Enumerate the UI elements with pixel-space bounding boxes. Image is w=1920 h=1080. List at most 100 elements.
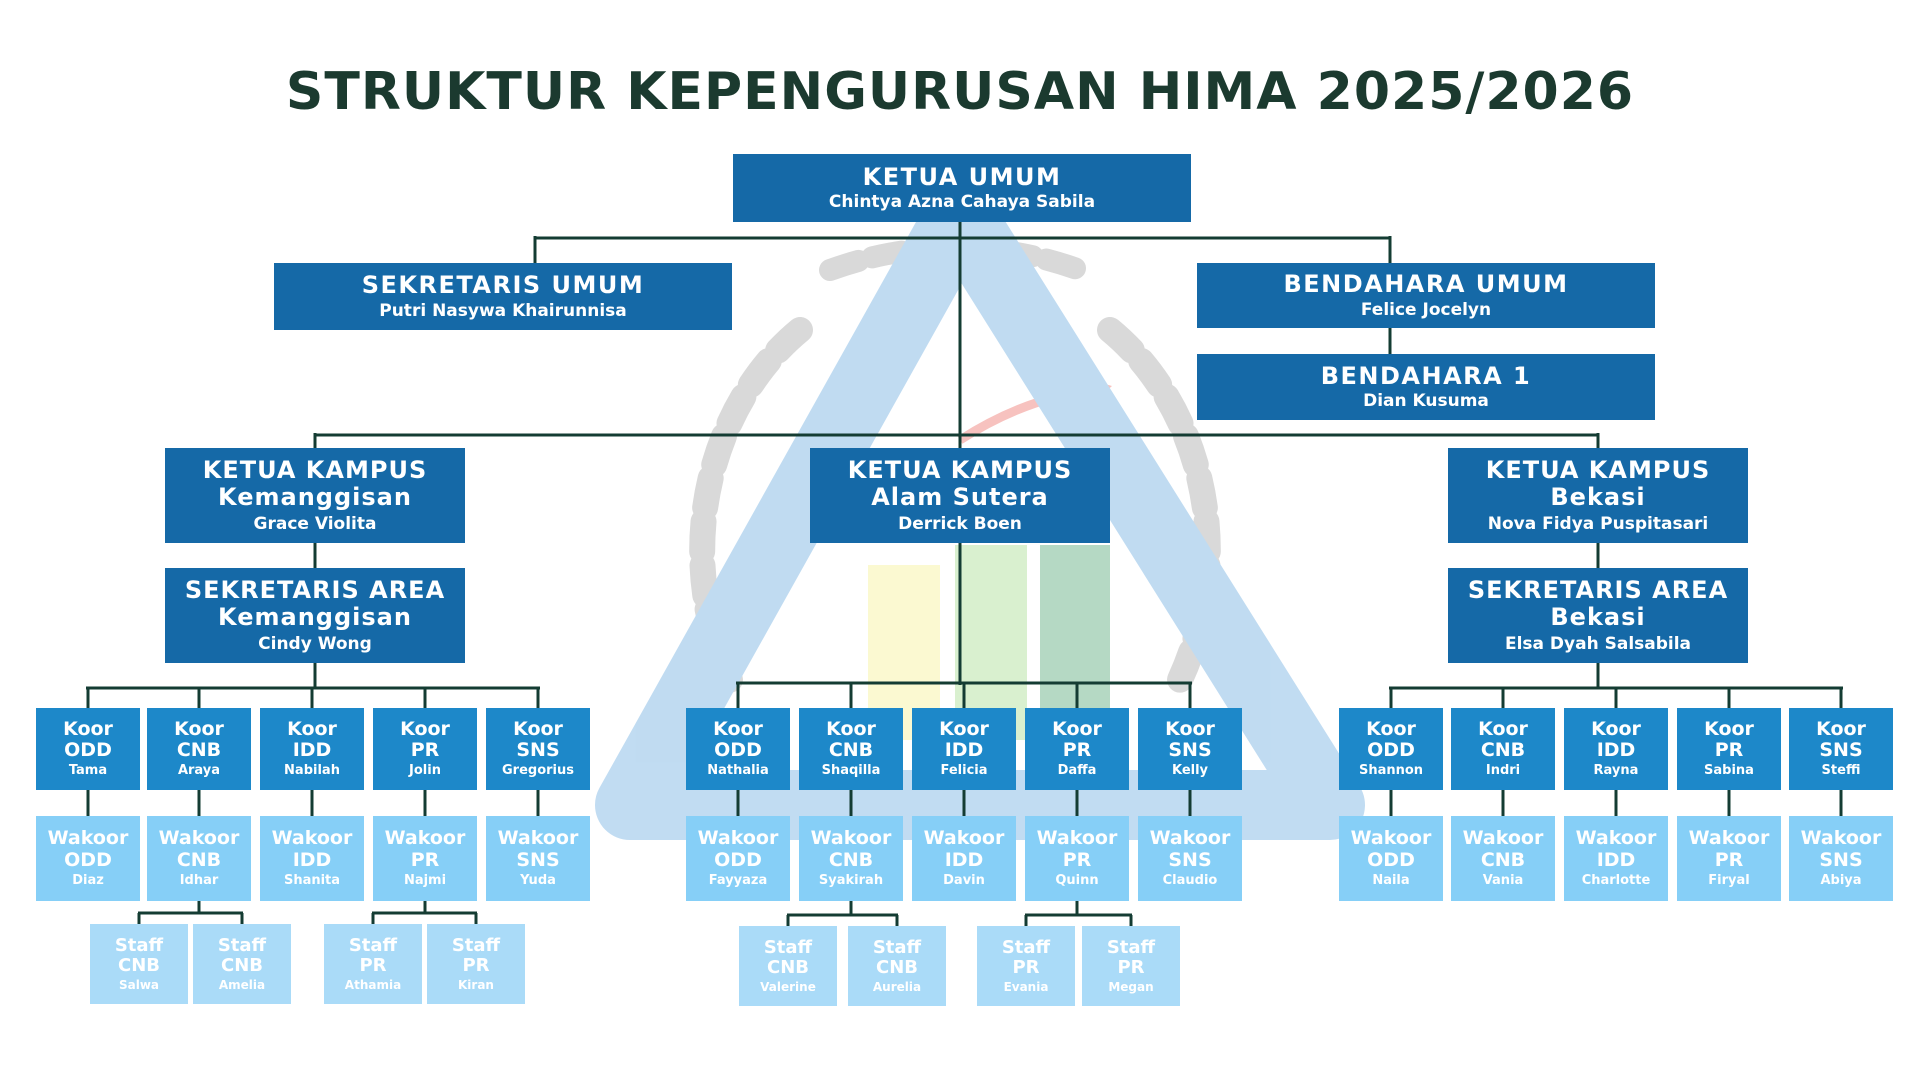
koor-box-name: Nathalia [707, 763, 769, 779]
koor-box-title: Koor CNB [1478, 717, 1528, 762]
koor-box-title: Koor SNS [513, 717, 563, 762]
koor-box-name: Felicia [940, 763, 988, 779]
wakoor-box-title: Wakoor CNB [810, 827, 892, 871]
koor-box-title: Koor IDD [1591, 717, 1641, 762]
staff-box-title: Staff PR [1001, 936, 1051, 978]
ketua-umum-box-title: KETUA UMUM [862, 162, 1062, 191]
koor-box-title: Koor PR [400, 717, 450, 762]
staff-box-title: Staff CNB [763, 936, 813, 978]
wakoor-box-name: Yuda [520, 872, 556, 888]
wakoor-box-title: Wakoor CNB [158, 827, 240, 871]
koor-box-title: Koor SNS [1165, 717, 1215, 762]
wakoor-box-name: Syakirah [818, 872, 884, 888]
staff-box-name: Kiran [458, 977, 494, 992]
wakoor-box-name: Diaz [72, 872, 104, 888]
wakoor-box-name: Naila [1372, 872, 1410, 888]
koor-box-title: Koor ODD [1366, 717, 1416, 762]
koor-box-title: Koor PR [1052, 717, 1102, 762]
bendahara-1-box-title: BENDAHARA 1 [1320, 361, 1532, 390]
ketua-kampus-kemanggisan-box-name: Grace Violita [253, 514, 377, 535]
wakoor-box-title: Wakoor ODD [697, 827, 779, 871]
koor-box-name: Sabina [1704, 763, 1754, 779]
wakoor-box-name: Abiya [1820, 872, 1862, 888]
wakoor-box-title: Wakoor IDD [271, 827, 353, 871]
staff-box-title: Staff PR [451, 934, 501, 976]
wakoor-box-title: Wakoor SNS [497, 827, 579, 871]
staff-box-title: Staff CNB [872, 936, 922, 978]
page-title: STRUKTUR KEPENGURUSAN HIMA 2025/2026 [285, 62, 1635, 122]
koor-box-name: Jolin [409, 763, 441, 779]
wakoor-box-name: Fayyaza [708, 872, 768, 888]
wakoor-box-name: Charlotte [1581, 872, 1651, 888]
wakoor-box-title: Wakoor IDD [923, 827, 1005, 871]
staff-box-name: Amelia [218, 977, 266, 992]
koor-box-title: Koor SNS [1816, 717, 1866, 762]
sekretaris-area-kemanggisan-box-name: Cindy Wong [258, 634, 372, 655]
koor-box-title: Koor IDD [939, 717, 989, 762]
sekretaris-area-kemanggisan-box-title: SEKRETARIS AREA Kemanggisan [184, 575, 446, 632]
staff-box-name: Valerine [760, 979, 816, 994]
ketua-kampus-bekasi-box-name: Nova Fidya Puspitasari [1487, 514, 1709, 535]
sekretaris-umum-box-title: SEKRETARIS UMUM [361, 271, 645, 300]
staff-box-name: Megan [1108, 979, 1154, 994]
sekretaris-area-bekasi-box-name: Elsa Dyah Salsabila [1504, 634, 1692, 655]
koor-box-title: Koor ODD [63, 717, 113, 762]
wakoor-box-name: Claudio [1162, 872, 1218, 888]
wakoor-box-title: Wakoor CNB [1462, 827, 1544, 871]
staff-box-title: Staff CNB [114, 934, 164, 976]
koor-box-name: Indri [1485, 763, 1521, 779]
wakoor-box-name: Firyal [1708, 872, 1750, 888]
koor-box-name: Daffa [1057, 763, 1097, 779]
koor-box-title: Koor PR [1704, 717, 1754, 762]
staff-box-title: Staff PR [348, 934, 398, 976]
wakoor-box-title: Wakoor ODD [1350, 827, 1432, 871]
ketua-kampus-alam-sutera-box-name: Derrick Boen [898, 514, 1022, 535]
koor-box-title: Koor IDD [287, 717, 337, 762]
koor-box-name: Araya [177, 763, 221, 779]
sekretaris-umum-box-name: Putri Nasywa Khairunnisa [379, 300, 627, 321]
ketua-kampus-kemanggisan-box-title: KETUA KAMPUS Kemanggisan [202, 455, 428, 512]
staff-box-title: Staff PR [1106, 936, 1156, 978]
wakoor-box-name: Vania [1482, 872, 1524, 888]
staff-box-name: Athamia [344, 977, 402, 992]
bendahara-umum-box-title: BENDAHARA UMUM [1283, 270, 1569, 299]
koor-box-title: Koor CNB [174, 717, 224, 762]
wakoor-box-title: Wakoor SNS [1800, 827, 1882, 871]
koor-box-name: Nabilah [284, 763, 340, 779]
wakoor-box-name: Idhar [179, 872, 219, 888]
